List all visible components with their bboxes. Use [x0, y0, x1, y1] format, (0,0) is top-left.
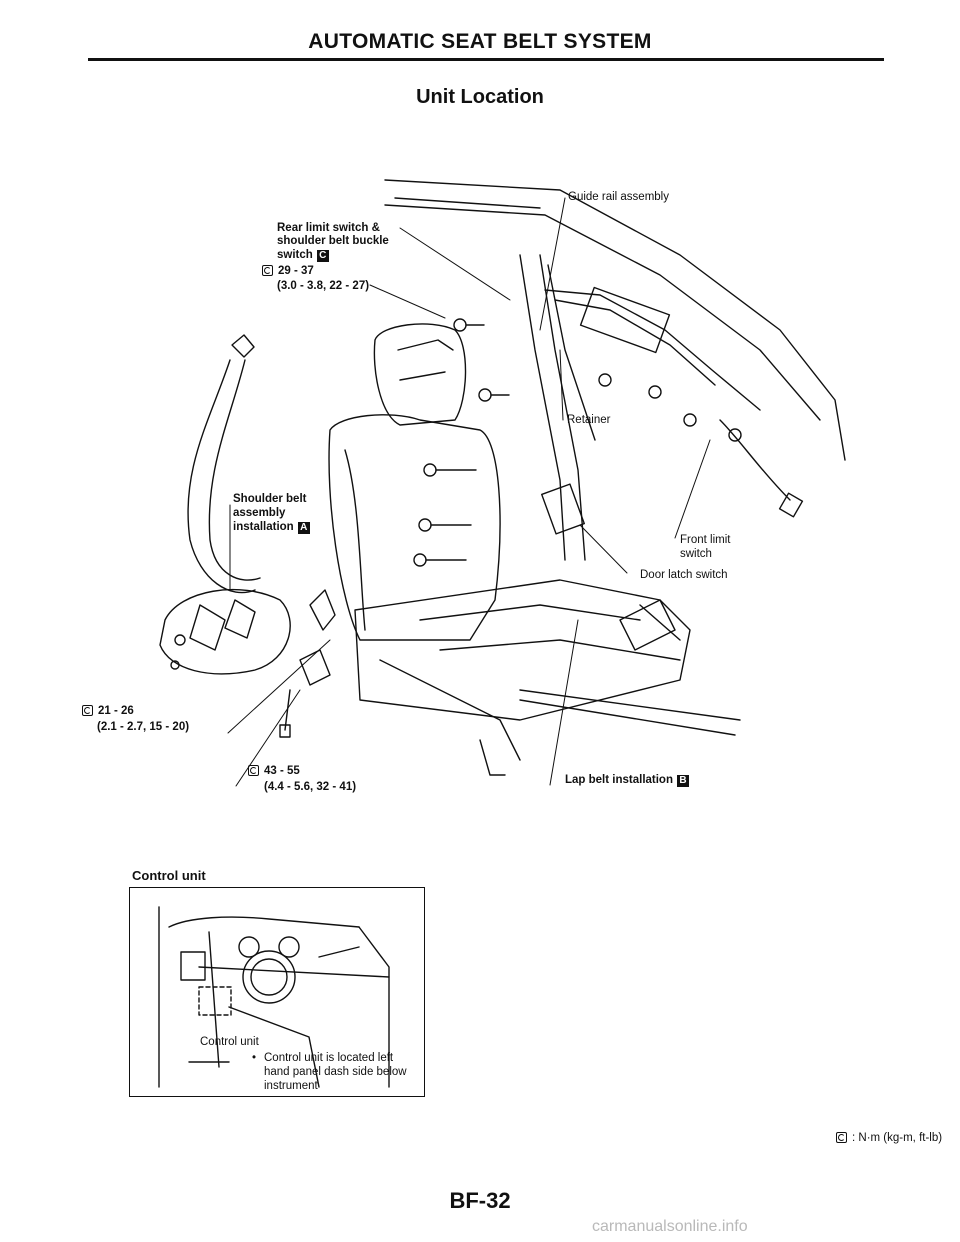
watermark: carmanualsonline.info — [592, 1218, 748, 1235]
control-unit-title: Control unit — [132, 868, 206, 883]
label-front-limit-line2: switch — [680, 548, 712, 560]
control-unit-note-bullet: • — [252, 1052, 257, 1064]
torque-bottom-line1: 43 - 55 — [248, 765, 300, 779]
torque-wrench-icon — [248, 765, 259, 776]
torque-wrench-icon — [262, 265, 273, 276]
torque-bottom-line2: (4.4 - 5.6, 32 - 41) — [264, 781, 357, 793]
label-rear-limit-line2: shoulder belt buckle — [277, 235, 389, 247]
label-door-latch: Door latch switch — [640, 569, 728, 581]
label-guide-rail: Guide rail assembly — [568, 191, 669, 203]
torque-rear-line1: 29 - 37 — [262, 265, 314, 279]
page-number: BF-32 — [449, 1188, 511, 1213]
control-unit-note-line3: instrument — [264, 1080, 318, 1092]
control-unit-note-line2: hand panel dash side below — [264, 1066, 407, 1078]
torque-wrench-icon — [82, 705, 93, 716]
letter-badge-a: A — [297, 522, 310, 534]
section-title: Unit Location — [416, 86, 544, 108]
torque-legend: : N·m (kg-m, ft-lb) — [836, 1132, 942, 1144]
control-unit-inset — [129, 887, 425, 1097]
torque-lower-left-line2: (2.1 - 2.7, 15 - 20) — [97, 721, 190, 733]
letter-badge-b: B — [676, 775, 689, 787]
page-header-title: AUTOMATIC SEAT BELT SYSTEM — [308, 30, 652, 53]
control-unit-note-line1: Control unit is located left — [264, 1052, 394, 1064]
letter-badge-c: C — [316, 250, 329, 262]
label-retainer: Retainer — [567, 414, 611, 426]
torque-lower-left-line1: 21 - 26 — [82, 705, 134, 719]
label-rear-limit-line1: Rear limit switch & — [277, 222, 380, 234]
label-front-limit-line1: Front limit — [680, 534, 731, 546]
label-shoulder-line2: assembly — [233, 507, 286, 519]
torque-rear-line2: (3.0 - 3.8, 22 - 27) — [277, 280, 370, 292]
torque-wrench-icon — [836, 1132, 847, 1143]
header-rule — [88, 58, 884, 61]
control-unit-callout: Control unit — [200, 1036, 259, 1048]
label-shoulder-line1: Shoulder belt — [233, 493, 307, 505]
